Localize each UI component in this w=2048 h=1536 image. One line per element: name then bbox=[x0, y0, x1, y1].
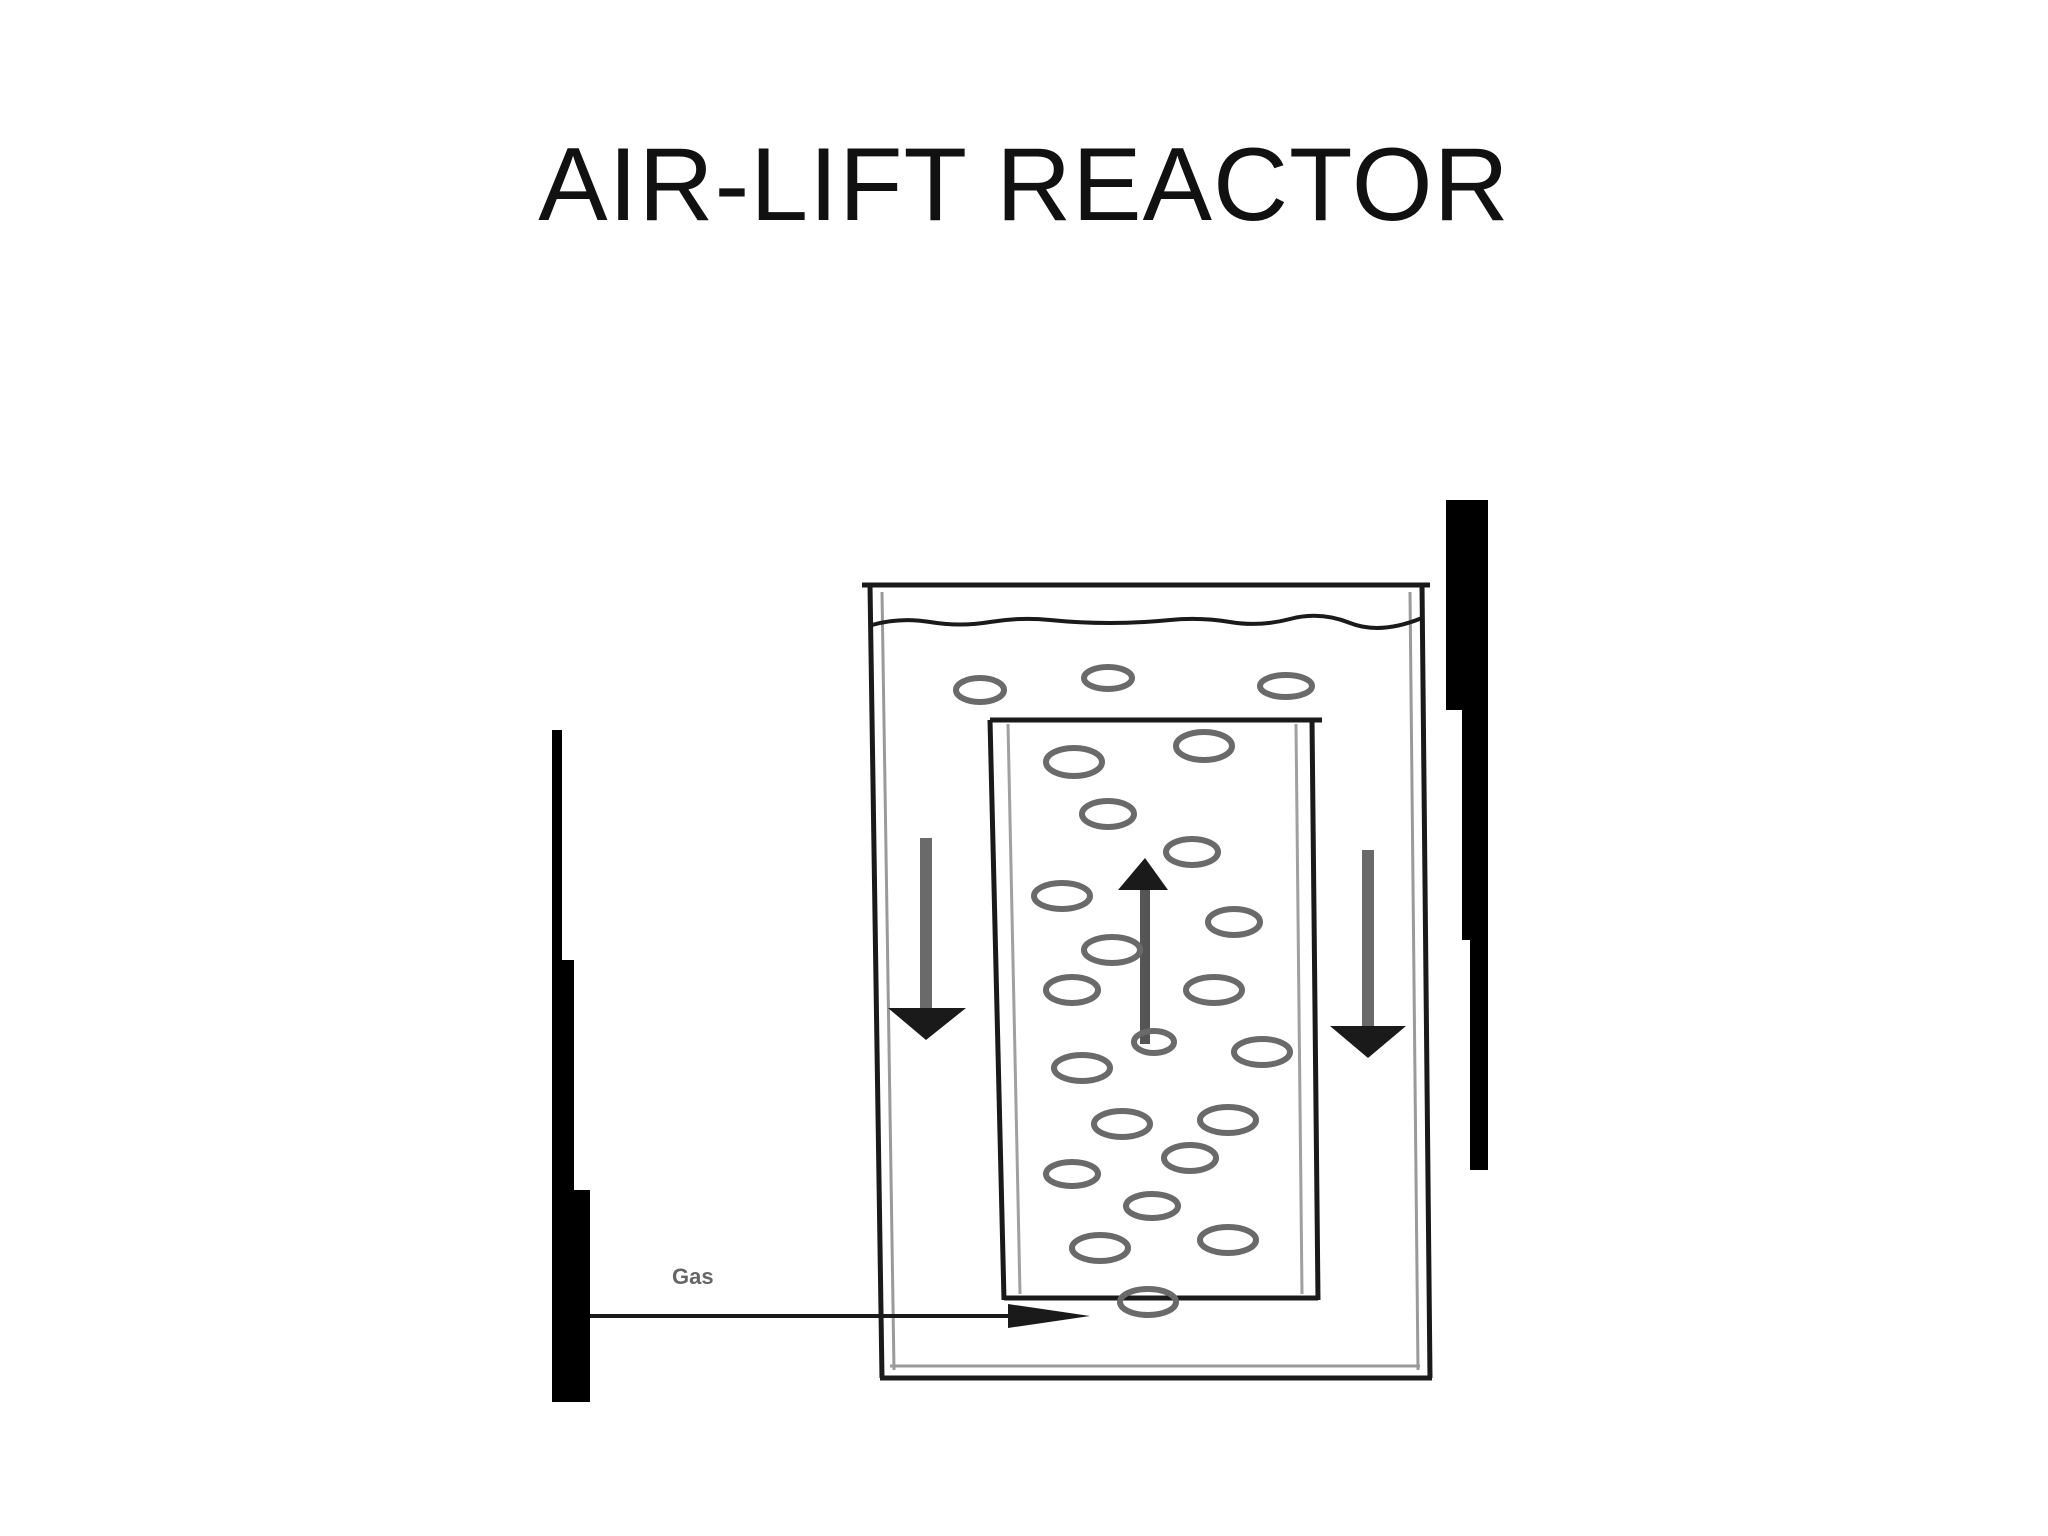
draft-tube-left-shade bbox=[1006, 723, 1022, 1295]
bubble bbox=[1043, 745, 1105, 779]
outer-vessel-right-wall-shade bbox=[1408, 591, 1420, 1371]
bubble bbox=[1197, 1104, 1259, 1136]
outer-vessel-left-wall-shade bbox=[880, 591, 896, 1371]
gas-label: Gas bbox=[672, 1264, 714, 1289]
bubble bbox=[1031, 880, 1093, 912]
bubble bbox=[1081, 664, 1135, 692]
right-bar-middle bbox=[1462, 710, 1488, 940]
right-edge-bars bbox=[1446, 500, 1488, 1170]
left-bar-middle bbox=[552, 960, 574, 1190]
riser-arrow-head bbox=[1118, 858, 1168, 890]
bubble bbox=[1257, 672, 1315, 700]
bubble bbox=[1173, 729, 1235, 763]
downcomer-arrow-right-shaft bbox=[1362, 850, 1374, 1028]
gas-inlet-arrow-head bbox=[1008, 1304, 1090, 1328]
slide-title: AIR-LIFT REACTOR bbox=[538, 127, 1510, 243]
bubble bbox=[1079, 798, 1137, 830]
liquid-surface bbox=[871, 613, 1423, 630]
outer-vessel bbox=[862, 582, 1433, 1381]
bubble bbox=[1043, 1159, 1101, 1189]
bubble bbox=[1069, 1232, 1131, 1264]
left-bar-lower bbox=[552, 1190, 590, 1402]
bubble bbox=[1081, 934, 1143, 966]
bubble bbox=[1161, 1142, 1219, 1174]
left-edge-bars bbox=[552, 730, 590, 1402]
downcomer-arrow-left-head bbox=[888, 1008, 966, 1040]
right-bar-upper bbox=[1446, 500, 1488, 710]
bubble bbox=[1205, 906, 1263, 938]
draft-tube bbox=[987, 717, 1322, 1301]
draft-tube-left-wall bbox=[987, 719, 1007, 1301]
bubble bbox=[953, 675, 1007, 705]
riser-arrow-shaft bbox=[1140, 884, 1150, 1044]
bubble bbox=[1131, 1028, 1177, 1056]
bubble bbox=[1123, 1191, 1181, 1221]
riser-arrow bbox=[1118, 858, 1168, 1044]
bubble bbox=[1183, 974, 1245, 1006]
right-bar-lower bbox=[1470, 940, 1488, 1170]
downcomer-arrow-right-head bbox=[1330, 1026, 1406, 1058]
bubble bbox=[1043, 974, 1101, 1006]
bubble bbox=[1197, 1224, 1259, 1256]
draft-tube-right-wall bbox=[1309, 719, 1321, 1301]
outer-vessel-left-wall bbox=[867, 584, 885, 1379]
bubbles bbox=[953, 664, 1315, 1318]
gas-inlet: Gas bbox=[590, 1264, 1090, 1328]
bubble bbox=[1231, 1036, 1293, 1068]
downcomer-arrow-left bbox=[888, 838, 966, 1040]
left-bar-upper bbox=[552, 730, 562, 960]
bubble bbox=[1051, 1052, 1113, 1084]
outer-vessel-right-wall bbox=[1419, 584, 1433, 1379]
bubble bbox=[1117, 1286, 1179, 1318]
downcomer-arrow-left-shaft bbox=[920, 838, 932, 1018]
draft-tube-right-shade bbox=[1294, 723, 1304, 1295]
bubble bbox=[1091, 1108, 1153, 1140]
bubble bbox=[1163, 836, 1221, 868]
downcomer-arrow-right bbox=[1330, 850, 1406, 1058]
